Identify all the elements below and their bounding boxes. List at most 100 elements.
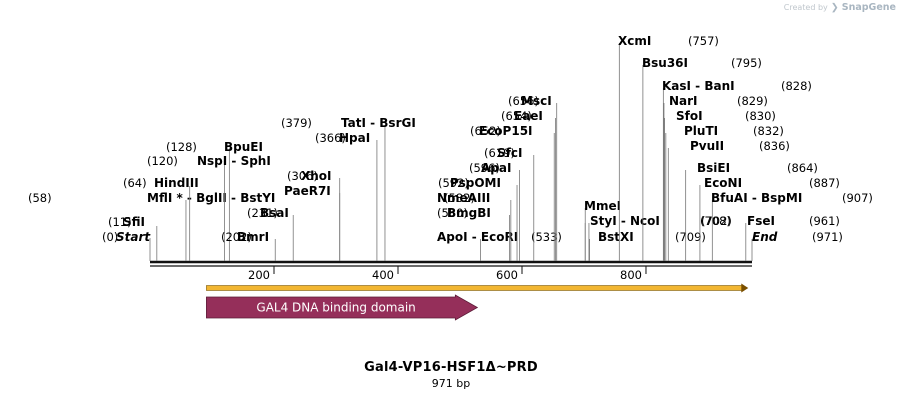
restriction-site: (828) KasI - BanI xyxy=(662,79,812,261)
site-enzyme-name: BsiEI xyxy=(697,161,730,175)
restriction-site: (58)MflI * - BglII - BstYI xyxy=(28,191,275,261)
restriction-site: (829)NarI xyxy=(663,94,768,261)
restriction-site: (592)PspOMI xyxy=(438,176,518,261)
site-position: (0) xyxy=(102,230,118,244)
site-enzyme-name: ApoI - EcoRI xyxy=(437,230,518,244)
feature-arrowhead xyxy=(741,283,749,293)
restriction-site: (656)MscI xyxy=(508,94,558,261)
site-enzyme-name: Start xyxy=(116,230,151,244)
site-position: (656) xyxy=(508,94,539,108)
restriction-site: (864) BsiEI xyxy=(685,161,818,261)
restriction-site: (832)PluTI xyxy=(665,124,784,261)
restriction-site: (887)EcoNI xyxy=(699,176,840,261)
site-enzyme-name: SfiI xyxy=(123,215,145,229)
site-enzyme-name: Bsu36I xyxy=(642,56,688,70)
site-enzyme-name: BfuAI - BspMI xyxy=(711,191,802,205)
site-enzyme-name: XcmI xyxy=(618,34,651,48)
ruler-tick-label: 200 xyxy=(248,268,270,282)
site-enzyme-name: EaeI xyxy=(514,109,543,123)
site-enzyme-name: EcoP15I xyxy=(479,124,533,138)
restriction-site: (11)SfiI xyxy=(108,215,158,261)
site-position: (864) xyxy=(787,161,818,175)
restriction-site: PaeR7I xyxy=(284,184,341,261)
site-enzyme-name: EcoNI xyxy=(704,176,742,190)
restriction-site: (709)BstXI xyxy=(589,230,706,261)
site-enzyme-name: MmeI xyxy=(584,199,621,213)
site-position: (757) xyxy=(688,34,719,48)
site-position: (961) xyxy=(809,214,840,228)
site-enzyme-name: BmgBI xyxy=(447,206,491,220)
restriction-site: (582)NmeAIII xyxy=(437,191,512,261)
restriction-site: (836) PvuII xyxy=(667,139,790,261)
site-enzyme-name: PvuII xyxy=(690,139,724,153)
site-position: (795) xyxy=(731,56,762,70)
restriction-site: (0)Start xyxy=(102,230,151,261)
site-position: (120) xyxy=(147,154,178,168)
site-enzyme-name: KasI - BanI xyxy=(662,79,735,93)
restriction-site: (708) xyxy=(588,214,731,261)
site-enzyme-name: SfoI xyxy=(676,109,703,123)
site-enzyme-name: NspI - SphI xyxy=(197,154,271,168)
ruler-tick-label: 600 xyxy=(496,268,518,282)
site-enzyme-name: HpaI xyxy=(339,131,370,145)
site-position: (828) xyxy=(781,79,812,93)
site-enzyme-name: PaeR7I xyxy=(284,184,331,198)
feature-gal4-dbd xyxy=(206,294,479,321)
site-position: (592) xyxy=(438,176,469,190)
restriction-site: (64) HindIII xyxy=(123,176,199,261)
restriction-site: (306)XhoI xyxy=(287,169,341,261)
restriction-site: (757) XcmI xyxy=(618,34,719,261)
ruler-tick-label: 400 xyxy=(372,268,394,282)
restriction-site: (652)EcoP15I xyxy=(470,124,555,261)
site-enzyme-name: NmeAIII xyxy=(437,191,490,205)
site-enzyme-name: BsaI xyxy=(260,206,289,220)
site-enzyme-name: FseI xyxy=(747,214,775,228)
restriction-site: (619)SfcI xyxy=(484,146,535,261)
snapgene-watermark: Created by ❯ SnapGene xyxy=(784,2,896,13)
site-position: (306) xyxy=(287,169,318,183)
site-enzyme-name: PspOMI xyxy=(450,176,501,190)
site-position: (128) xyxy=(166,140,197,154)
restriction-site: (702)StyI - NcoI xyxy=(584,214,732,261)
site-position: (709) xyxy=(675,230,706,244)
site-position: (836) xyxy=(759,139,790,153)
site-position: (580) xyxy=(437,206,468,220)
restriction-site: (580)BmgBI xyxy=(437,206,510,261)
brand-prefix: Created by xyxy=(783,3,828,12)
feature-bar-orf xyxy=(206,285,743,291)
feature-label: GAL4 DNA binding domain xyxy=(256,301,415,315)
restriction-site: (907)BfuAI - BspMI xyxy=(711,191,873,261)
restriction-site: (231)BsaI xyxy=(247,206,294,261)
site-enzyme-name: BmrI xyxy=(237,230,269,244)
site-position: (582) xyxy=(444,191,475,205)
site-position: (596) xyxy=(469,161,500,175)
restriction-site: (795) Bsu36I xyxy=(642,56,762,261)
site-enzyme-name: BpuEI xyxy=(224,140,263,154)
site-position: (231) xyxy=(247,206,278,220)
site-position: (533) xyxy=(531,230,562,244)
site-enzyme-name: NarI xyxy=(669,94,698,108)
site-enzyme-name: MscI xyxy=(521,94,552,108)
restriction-site: (533) ApoI - EcoRI xyxy=(437,230,562,261)
site-position: (202) xyxy=(221,230,252,244)
site-position: (619) xyxy=(484,146,515,160)
site-position: (11) xyxy=(108,215,132,229)
brand-name: SnapGene xyxy=(841,2,896,13)
site-enzyme-name: ApaI xyxy=(481,161,511,175)
site-enzyme-name: SfcI xyxy=(497,146,522,160)
site-position: (971) xyxy=(812,230,843,244)
site-position: (64) xyxy=(123,176,147,190)
site-enzyme-name: End xyxy=(752,230,778,244)
restriction-site: (366)HpaI xyxy=(315,131,378,261)
restriction-site: (654)EaeI xyxy=(501,109,556,261)
site-position: (58) xyxy=(28,191,52,205)
site-position: (366) xyxy=(315,131,346,145)
site-position: (379) xyxy=(281,116,312,130)
map-length: 971 bp xyxy=(431,377,471,390)
ruler-tick-label: 800 xyxy=(620,268,642,282)
site-enzyme-name: XhoI xyxy=(301,169,332,183)
snapgene-logo-icon: ❯ xyxy=(830,2,839,13)
site-position: (652) xyxy=(470,124,501,138)
site-enzyme-name: HindIII xyxy=(154,176,199,190)
restriction-site: (830)SfoI xyxy=(664,109,776,261)
